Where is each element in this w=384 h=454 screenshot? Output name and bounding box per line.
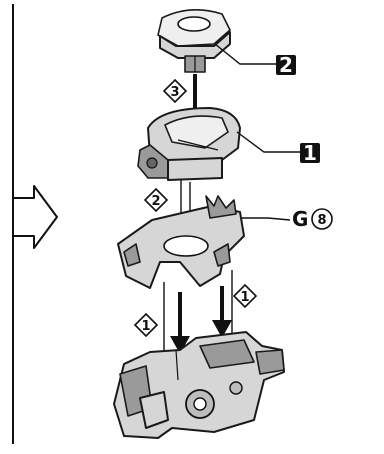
svg-text:2: 2: [279, 53, 293, 77]
part-2-illustration: [157, 9, 231, 73]
step-1-marker-right: 1: [232, 283, 258, 309]
g8-label: G 8: [292, 207, 333, 231]
svg-text:1: 1: [240, 290, 249, 305]
part-2-badge: 2: [276, 53, 296, 77]
part-1-badge: 1: [300, 141, 320, 165]
svg-text:8: 8: [317, 213, 326, 228]
svg-text:3: 3: [170, 85, 179, 100]
svg-text:G: G: [292, 207, 308, 231]
step-1-arrow-left: [170, 292, 190, 354]
svg-text:1: 1: [303, 141, 317, 165]
flow-arrow-icon: [12, 4, 58, 444]
step-3-marker: 3: [162, 78, 188, 104]
step-1-arrow-right: [212, 286, 232, 338]
svg-text:2: 2: [151, 194, 160, 209]
step-1-marker-left: 1: [133, 312, 159, 338]
svg-text:1: 1: [141, 319, 150, 334]
g8-part-illustration: [117, 195, 245, 289]
part-1-illustration: [137, 107, 241, 181]
step-2-marker: 2: [143, 187, 169, 213]
base-part-illustration: [113, 331, 285, 439]
